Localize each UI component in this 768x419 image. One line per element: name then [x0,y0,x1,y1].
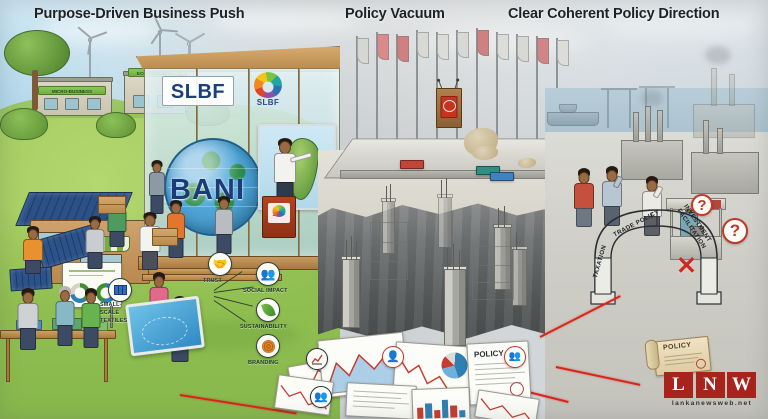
policy-document-title: POLICY [473,348,504,360]
worker [22,226,44,274]
policy-arch: TAXATION TRADE POLICY | INVESTMENT FACIL… [585,196,735,306]
factory [691,152,759,194]
fallen-book [400,160,424,169]
reject-mark: ✕ [676,252,697,280]
unfinished-pillar [381,198,396,254]
label-small-scale-textiles: SMALL- SCALE TEXTILES [100,302,128,324]
logo-letter-n: N [695,372,725,398]
lnw-watermark: L N W lankanewsweb.net [664,372,760,412]
vendor [80,288,102,348]
visitor [148,160,166,214]
interactive-kiosk-tablet[interactable] [125,295,205,357]
callout-label-social-impact: SOCIAL IMPACT [243,288,288,294]
smokestack [729,74,735,106]
flag [377,34,389,60]
logo-letter-w: W [727,372,756,398]
flag [557,40,569,66]
unfinished-pillar [493,224,512,290]
panel-policy-vacuum [318,0,580,419]
confused-businessman [573,168,595,227]
vendor [16,288,40,350]
person-block-icon: 👤 [382,346,404,368]
cloud [600,14,760,38]
fingerprint-icon [256,334,280,358]
factory [621,140,683,180]
title-middle: Policy Vacuum [345,6,445,22]
callout-label-branding: BRANDING [248,360,279,366]
flag [457,32,469,58]
slbf-logo-caption: SLBF [256,98,280,107]
visitor [214,196,234,254]
cardboard-box [152,228,178,246]
solar-panel-icon [108,278,132,302]
flag [397,36,409,62]
stall-goods [690,226,704,236]
logo-domain: lankanewsweb.net [671,400,753,407]
slbf-sign: SLBF [162,76,234,106]
bar-chart [417,398,466,419]
panel-purpose-driven-business: MICRO-BUSINESS ECO-PRODUCT [0,0,340,419]
people-block-icon: 👥 [504,346,526,368]
logo-letter-l: L [664,372,693,398]
cargo-ship [547,112,599,126]
title-right: Clear Coherent Policy Direction [508,6,720,22]
arch-separator: | [651,212,654,219]
bani-label: BANI [170,174,245,206]
question-mark-badge: ? [722,218,748,244]
fallen-book [476,166,500,175]
flag [477,30,489,56]
unfinished-pillar [437,194,453,248]
chart-up-icon [306,348,328,370]
bush [96,112,136,138]
donut-chart [70,283,90,303]
unfinished-pillar [443,266,467,346]
rubble [472,146,498,160]
question-mark-badge: ? [691,194,713,216]
flag [357,38,369,64]
person-alert-icon: 👥 [310,386,332,408]
bush [0,108,48,140]
slbf-logo: SLBF [248,72,288,112]
people-group-icon: 👥 [256,262,280,286]
podium-seal [440,96,458,118]
presenter [272,138,313,200]
tree [4,30,74,110]
unfinished-pillar [341,256,361,328]
scaffolding [472,246,514,300]
flag [417,32,429,58]
handshake-icon: 🤝 [208,252,232,276]
cardboard-box [98,196,126,214]
callout-label-sustainability: SUSTAINABILITY [240,324,288,330]
ship-superstructure [559,104,577,113]
scattered-documents: POLICY [273,322,560,419]
flag [497,34,509,60]
podium-logo: SLBF [268,203,290,223]
smoke [705,46,731,64]
chart-document [474,389,540,419]
panel-titles: Purpose-Driven Business Push Policy Vacu… [0,0,768,30]
rubble [518,158,536,168]
globe [164,138,262,236]
worker [84,216,106,269]
fallen-book [490,172,514,181]
flag [437,34,449,60]
cloud [210,10,360,32]
scaffolding [370,222,408,280]
title-left: Purpose-Driven Business Push [34,6,245,22]
slbf-podium: SLBF [262,196,296,238]
unfinished-pillar [511,246,528,306]
flag [517,36,529,62]
port-crane [601,82,637,128]
leaf-icon [256,298,280,322]
vendor [54,286,76,346]
text-document [345,382,417,419]
bar-chart-document [411,386,471,419]
smoke [641,90,663,106]
sign-micro-business: MICRO-BUSINESS [38,86,106,95]
flag [537,38,549,64]
callout-label-trust: TRUST [203,278,222,284]
smokestack [711,68,717,106]
empty-podium [436,88,462,128]
